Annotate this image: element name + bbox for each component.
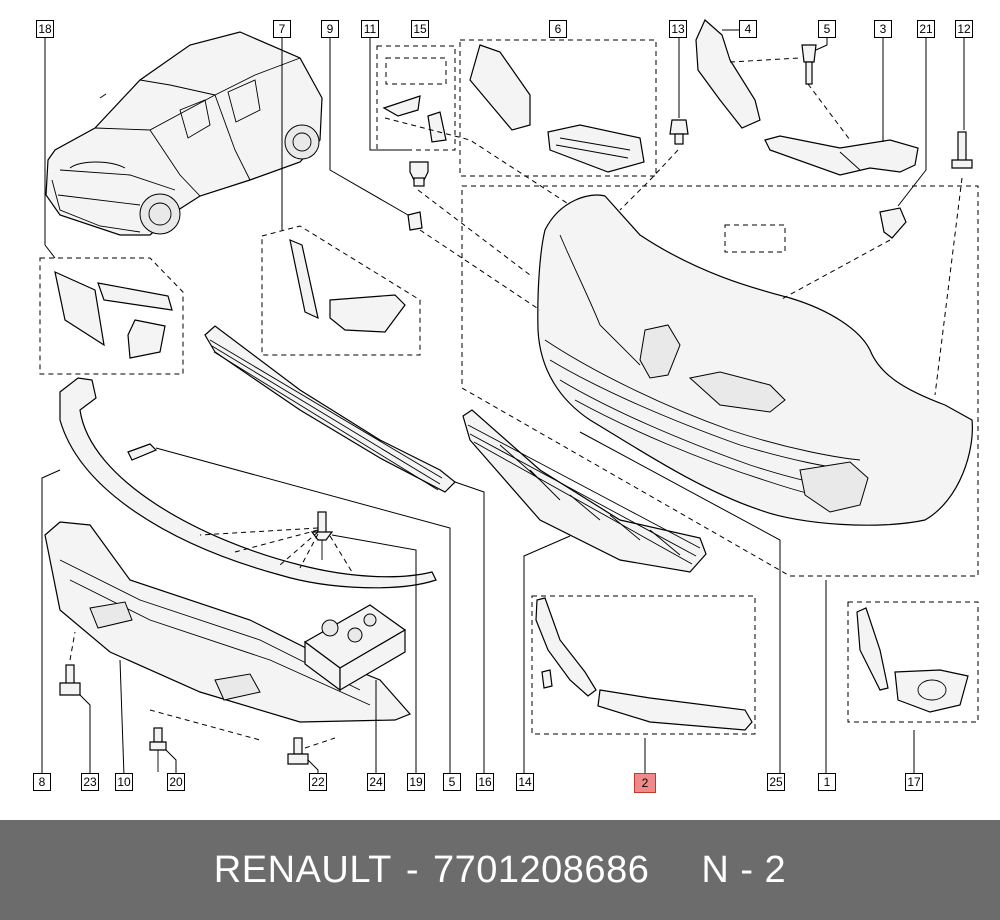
group-6-grille-pieces xyxy=(459,39,657,177)
callout-5-bottom: 5 xyxy=(443,773,461,791)
brand-name: RENAULT xyxy=(213,848,392,891)
brand-separator: - xyxy=(405,848,419,891)
callout-20: 20 xyxy=(167,773,185,791)
car-illustration xyxy=(45,31,323,236)
callout-8: 8 xyxy=(33,773,51,791)
callout-18: 18 xyxy=(36,20,54,38)
group-18-brackets xyxy=(39,38,184,375)
part-21-clip xyxy=(879,38,927,239)
part-22-screw xyxy=(287,737,319,776)
group-15-clips xyxy=(376,45,456,151)
callout-1: 1 xyxy=(818,773,836,791)
part-23-bolt xyxy=(59,664,91,776)
part-1-front-bumper xyxy=(461,185,979,776)
callout-16: 16 xyxy=(476,773,494,791)
part-12-screw xyxy=(951,38,973,169)
part-3-bracket xyxy=(764,38,919,176)
part-16-upper-grille xyxy=(204,325,485,776)
diagram-position: N - 2 xyxy=(701,848,787,891)
callout-13: 13 xyxy=(669,20,687,38)
callout-3: 3 xyxy=(874,20,892,38)
callout-15: 15 xyxy=(411,20,429,38)
part-25-center-grille xyxy=(579,431,781,776)
callout-25: 25 xyxy=(767,773,785,791)
callout-2-highlighted: 2 xyxy=(634,773,656,793)
assembly-arrows xyxy=(69,57,963,749)
group-2-trim-strip xyxy=(531,595,756,776)
part-8-lower-strip xyxy=(41,377,451,776)
exploded-parts-diagram xyxy=(39,19,979,777)
part-24-clip-kit xyxy=(303,604,407,776)
part-13-fastener xyxy=(669,38,689,145)
callout-5-top: 5 xyxy=(818,20,836,38)
callout-10: 10 xyxy=(115,773,133,791)
part-20-pin xyxy=(149,727,177,776)
callout-9: 9 xyxy=(321,20,339,38)
callout-14: 14 xyxy=(516,773,534,791)
part-11-screw xyxy=(369,38,429,187)
callout-7: 7 xyxy=(273,20,291,38)
part-4-support xyxy=(695,19,761,129)
part-number-banner: RENAULT - 7701208686 N - 2 xyxy=(0,820,1000,920)
callout-6: 6 xyxy=(549,20,567,38)
group-7-trim xyxy=(261,38,421,356)
callout-17: 17 xyxy=(905,773,923,791)
callout-4: 4 xyxy=(739,20,757,38)
callout-22: 22 xyxy=(309,773,327,791)
part-14-mesh-grille xyxy=(462,409,707,776)
callout-24: 24 xyxy=(367,773,385,791)
part-number: 7701208686 xyxy=(433,848,650,891)
callout-19: 19 xyxy=(407,773,425,791)
callout-12: 12 xyxy=(955,20,973,38)
callout-21: 21 xyxy=(917,20,935,38)
part-5-screw-top xyxy=(801,38,828,85)
part-9-clip xyxy=(329,38,423,231)
callout-11: 11 xyxy=(361,20,379,38)
callout-23: 23 xyxy=(81,773,99,791)
group-17-fog-cover xyxy=(847,601,979,776)
